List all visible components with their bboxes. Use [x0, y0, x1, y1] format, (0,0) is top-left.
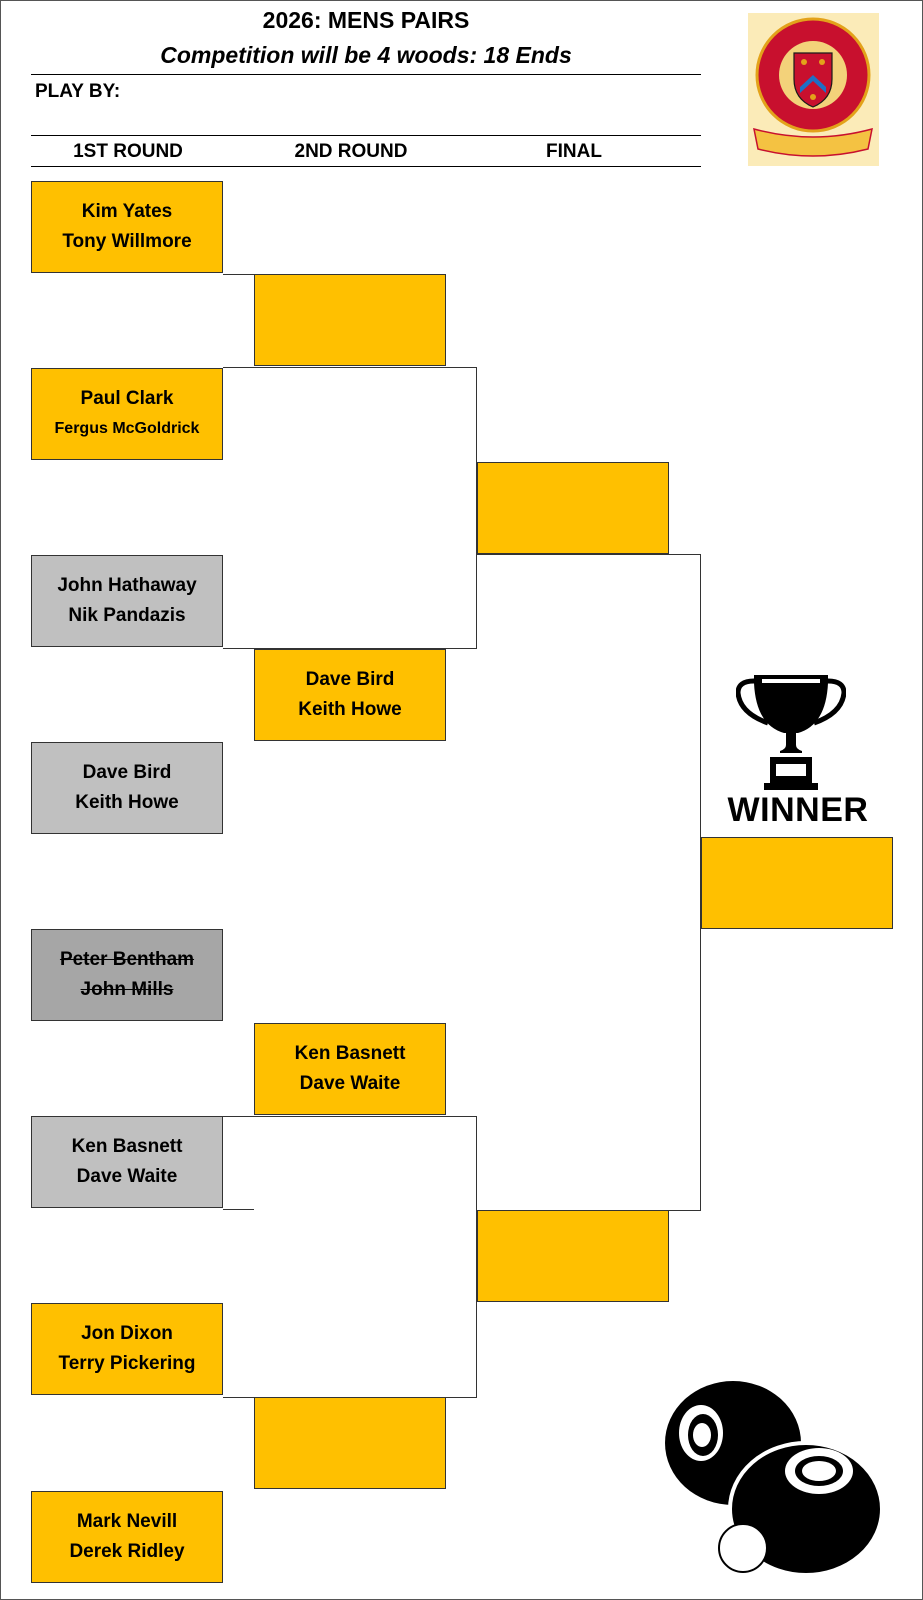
title-divider: [31, 74, 701, 75]
play-by-label: PLAY BY:: [35, 81, 121, 102]
bracket-connector: [223, 367, 477, 649]
player-name: John Mills: [80, 979, 174, 1000]
round2-match-1: [254, 274, 446, 366]
player-name: Ken Basnett: [294, 1043, 406, 1064]
player-name: Keith Howe: [75, 792, 179, 813]
player-name: Dave Bird: [82, 762, 172, 783]
competition-format: Competition will be 4 woods: 18 Ends: [160, 42, 572, 68]
winner-label: WINNER: [727, 791, 869, 829]
final-slot-2: [477, 1210, 669, 1302]
player-name: Paul Clark: [80, 388, 174, 409]
player-name: Dave Waite: [299, 1073, 401, 1094]
round1-match-6: Ken Basnett Dave Waite: [31, 1116, 223, 1208]
player-name: Dave Waite: [76, 1166, 178, 1187]
round1-match-5: Peter Bentham John Mills: [31, 929, 223, 1021]
player-name: Derek Ridley: [69, 1541, 185, 1562]
round-header-divider: [31, 166, 701, 167]
player-name: Ken Basnett: [71, 1136, 183, 1157]
bracket-connector: [223, 1116, 477, 1398]
page-title: 2026: MENS PAIRS: [262, 7, 470, 33]
player-name: Dave Bird: [305, 669, 395, 690]
player-name: Nik Pandazis: [68, 605, 186, 626]
winner-slot: [701, 837, 893, 929]
round-header-2: 2ND ROUND: [294, 141, 408, 162]
round2-match-3: Ken Basnett Dave Waite: [254, 1023, 446, 1115]
round1-match-8: Mark Nevill Derek Ridley: [31, 1491, 223, 1583]
round1-match-2: Paul Clark Fergus McGoldrick: [31, 368, 223, 460]
player-name: Keith Howe: [298, 699, 402, 720]
final-slot-1: [477, 462, 669, 554]
round1-match-1: Kim Yates Tony Willmore: [31, 181, 223, 273]
bracket-connector: [477, 554, 701, 1211]
player-name: Tony Willmore: [62, 231, 192, 252]
player-name: Peter Bentham: [59, 949, 195, 970]
round-header-final: FINAL: [546, 141, 602, 162]
round2-match-4: [254, 1397, 446, 1489]
bowls-icon: [665, 1381, 884, 1577]
round1-match-3: John Hathaway Nik Pandazis: [31, 555, 223, 647]
player-name: Terry Pickering: [58, 1353, 196, 1374]
club-crest-icon: [753, 17, 873, 157]
play-by-line: [31, 135, 701, 136]
trophy-icon: [736, 675, 846, 790]
player-name: John Hathaway: [57, 575, 197, 596]
player-name: Jon Dixon: [81, 1323, 173, 1344]
player-name: Mark Nevill: [76, 1511, 178, 1532]
round1-match-4: Dave Bird Keith Howe: [31, 742, 223, 834]
bracket-connector: [223, 274, 254, 275]
club-logo: [748, 13, 879, 166]
bracket-connector: [223, 1209, 254, 1210]
player-name: Kim Yates: [81, 201, 173, 222]
round2-match-2: Dave Bird Keith Howe: [254, 649, 446, 741]
player-name: Fergus McGoldrick: [54, 420, 200, 437]
round-header-1: 1ST ROUND: [73, 141, 183, 162]
round1-match-7: Jon Dixon Terry Pickering: [31, 1303, 223, 1395]
